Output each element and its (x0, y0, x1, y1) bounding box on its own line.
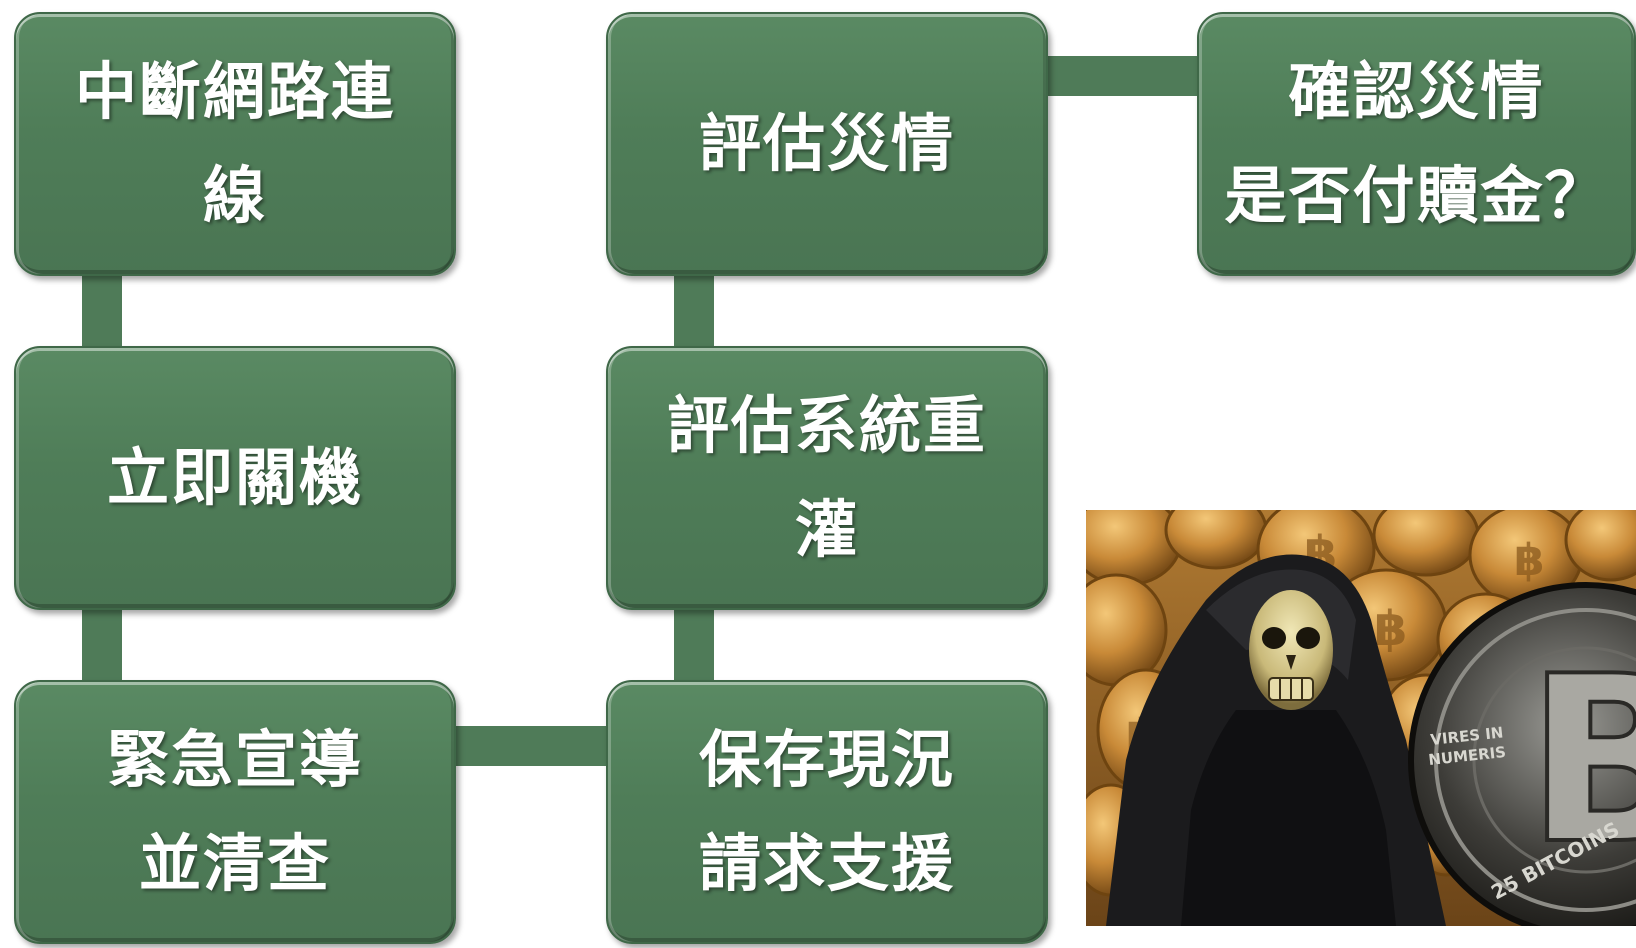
connector-notify-preserve (455, 726, 610, 766)
node-disconnect-network: 中斷網路連線 (14, 12, 456, 276)
node-assess-reinstall-label: 評估系統重灌 (666, 389, 987, 566)
node-assess-reinstall: 評估系統重灌 (606, 346, 1048, 610)
connector-disconnect-shutdown (82, 270, 122, 350)
node-shutdown: 立即關機 (14, 346, 456, 610)
hooded-reaper (1106, 554, 1446, 926)
node-assess-damage-label: 評估災情 (698, 107, 955, 180)
svg-text:฿: ฿ (1514, 535, 1545, 586)
connector-preserve-reinstall (674, 606, 714, 686)
node-assess-damage: 評估災情 (606, 12, 1048, 276)
node-disconnect-network-label: 中斷網路連線 (74, 55, 395, 232)
connector-shutdown-notify (82, 606, 122, 686)
node-preserve-and-request-support-label: 保存現況 請求支援 (698, 723, 955, 900)
node-confirm-damage-ransom-label: 確認災情 是否付贖金？ (1224, 55, 1609, 232)
svg-text:B: B (1526, 628, 1636, 895)
node-confirm-damage-ransom: 確認災情 是否付贖金？ (1197, 12, 1636, 276)
reaper-bitcoin-photo: ฿ ฿ ฿ ฿ B VIRES IN NUMERIS 25 (1086, 510, 1636, 926)
node-notify-and-inspect-label: 緊急宣導 並清查 (106, 723, 363, 900)
node-notify-and-inspect: 緊急宣導 並清查 (14, 680, 456, 944)
reaper-bitcoin-illustration: ฿ ฿ ฿ ฿ B VIRES IN NUMERIS 25 (1086, 510, 1636, 926)
connector-reinstall-damage (674, 270, 714, 350)
bitcoin-coin: B VIRES IN NUMERIS 25 BITCOINS (1408, 582, 1636, 926)
svg-text:฿: ฿ (1374, 601, 1407, 657)
connector-damage-ransom (1045, 56, 1200, 96)
node-preserve-and-request-support: 保存現況 請求支援 (606, 680, 1048, 944)
node-shutdown-label: 立即關機 (106, 441, 363, 514)
